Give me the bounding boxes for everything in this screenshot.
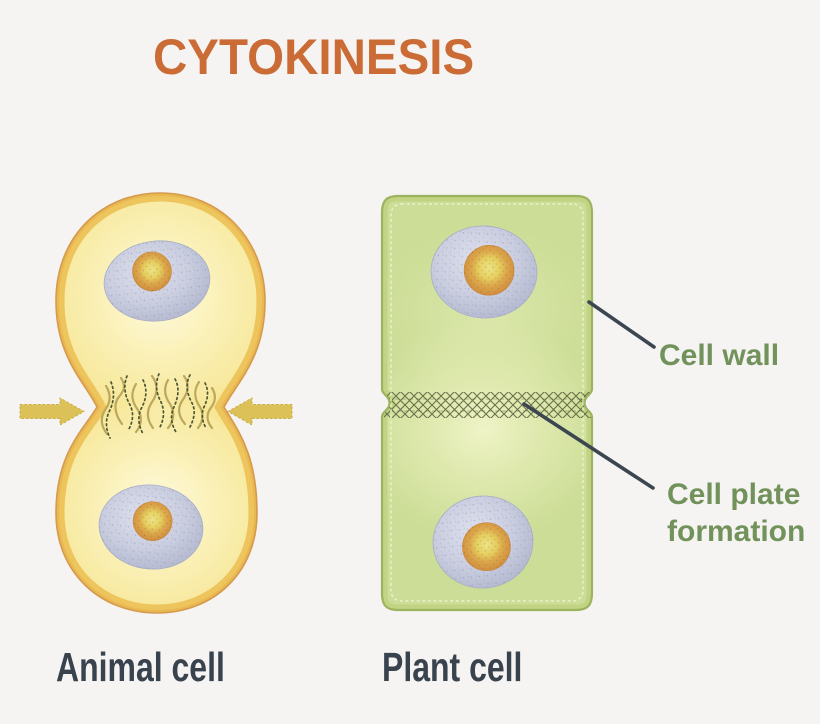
animal-bottom-nucleus — [98, 484, 204, 570]
arrow-pointing-right-icon — [19, 397, 86, 426]
cell-plate-label: Cell plate formation — [667, 476, 805, 550]
nucleolus-speckles — [464, 245, 515, 296]
plant-bottom-nucleus — [432, 495, 534, 589]
page-title: CYTOKINESIS — [153, 29, 475, 85]
plant-cell-label: Plant cell — [382, 644, 523, 690]
plant-top-nucleus — [430, 225, 538, 319]
cell-wall-label: Cell wall — [659, 339, 780, 372]
cell-plate-label-line1: Cell plate — [667, 478, 801, 511]
animal-top-nucleus — [103, 240, 211, 322]
cell-plate-pointer-line — [522, 402, 655, 490]
plant-cell-figure — [380, 194, 594, 612]
nucleolus-speckles — [133, 501, 173, 541]
arrow-pointing-left-icon — [226, 397, 293, 426]
cell-plate-hatch — [384, 392, 592, 418]
plant-cell-outline — [380, 194, 594, 612]
plasma-membrane-inner-line — [390, 203, 584, 602]
cell-plate-strands — [388, 398, 588, 412]
nucleolus-speckles — [462, 522, 511, 571]
annotation-lines — [522, 300, 656, 490]
cell-wall-pointer-line — [587, 300, 656, 349]
contractile-fibers — [100, 374, 216, 436]
condensed-chromatin-strands — [105, 373, 209, 439]
animal-cell-label: Animal cell — [56, 644, 225, 690]
cell-plate-label-line2: formation — [667, 515, 806, 548]
animal-cell-figure — [19, 192, 293, 614]
nucleolus-speckles — [132, 251, 172, 291]
animal-cell-outline — [55, 192, 266, 614]
